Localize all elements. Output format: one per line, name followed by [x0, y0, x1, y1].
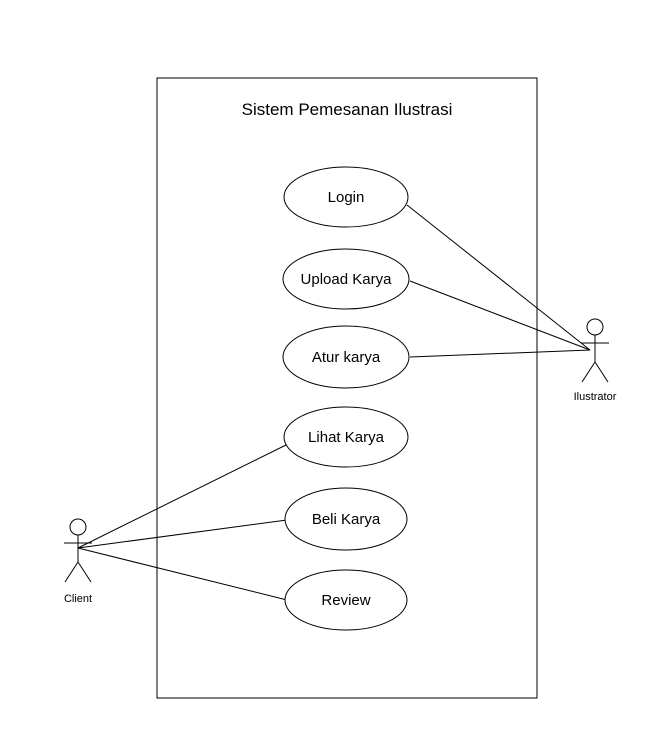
- use-case-lihat-karya-label: Lihat Karya: [308, 429, 385, 446]
- actor-client[interactable]: Client: [64, 518, 92, 605]
- association-client-beli-karya: [77, 519, 288, 549]
- use-case-review[interactable]: Review: [284, 569, 408, 631]
- association-illustrator-atur-karya: [409, 349, 591, 358]
- actor-client-leg-left: [64, 561, 79, 583]
- use-case-upload-karya-ellipse: [282, 248, 410, 310]
- use-case-beli-karya[interactable]: Beli Karya: [284, 487, 408, 551]
- association-illustrator-upload-karya: [409, 280, 591, 351]
- association-client-review: [77, 547, 288, 601]
- association-client-lihat-karya: [77, 443, 289, 549]
- use-case-lihat-karya-ellipse: [283, 406, 409, 468]
- use-case-review-ellipse: [284, 569, 408, 631]
- system-boundary: [156, 77, 538, 699]
- actor-client-label: Client: [64, 593, 92, 605]
- use-case-login-ellipse: [283, 166, 409, 228]
- use-case-beli-karya-label: Beli Karya: [312, 511, 381, 528]
- use-case-atur-karya-ellipse: [282, 325, 410, 389]
- actor-illustrator-head: [586, 318, 604, 336]
- use-case-lihat-karya[interactable]: Lihat Karya: [283, 406, 409, 468]
- use-case-login-label: Login: [328, 189, 365, 206]
- system-title: Sistem Pemesanan Ilustrasi: [242, 100, 453, 119]
- actor-illustrator-label: Ilustrator: [574, 391, 617, 403]
- actor-client-head: [69, 518, 87, 536]
- actor-illustrator-leg-right: [594, 361, 609, 383]
- association-illustrator-login: [406, 204, 591, 351]
- actor-client-leg-right: [77, 561, 92, 583]
- use-case-upload-karya-label: Upload Karya: [301, 271, 393, 288]
- use-case-atur-karya-label: Atur karya: [312, 349, 381, 366]
- use-case-beli-karya-ellipse: [284, 487, 408, 551]
- use-case-atur-karya[interactable]: Atur karya: [282, 325, 410, 389]
- use-case-upload-karya[interactable]: Upload Karya: [282, 248, 410, 310]
- use-case-review-label: Review: [321, 592, 370, 609]
- use-case-login[interactable]: Login: [283, 166, 409, 228]
- actor-illustrator-leg-left: [581, 361, 596, 383]
- actor-illustrator[interactable]: Ilustrator: [574, 318, 617, 403]
